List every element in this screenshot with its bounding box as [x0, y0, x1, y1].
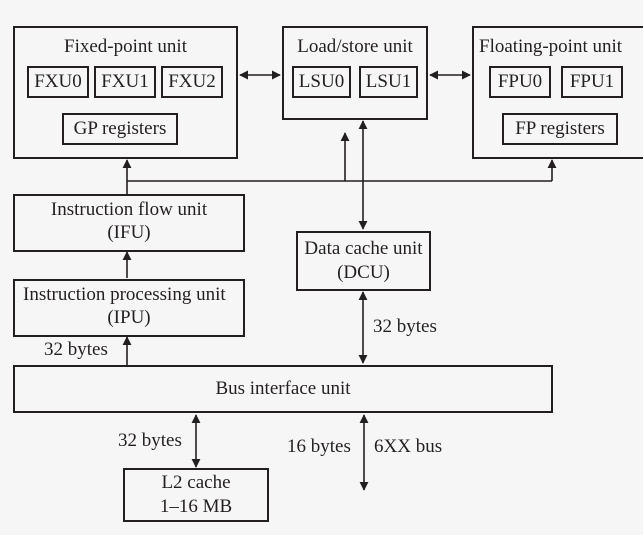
external-bus-name-label: 6XX bus	[374, 436, 443, 457]
ifu-title: Instruction flow unit	[50, 199, 208, 220]
fxu0-box: FXU0	[27, 66, 89, 98]
l2-cache-title: L2 cache	[161, 472, 231, 493]
ifu-abbrev: (IFU)	[107, 222, 151, 243]
l2-bus-width-label: 32 bytes	[118, 430, 182, 451]
fxu2-box: FXU2	[161, 66, 223, 98]
dcu-title: Data cache unit	[304, 238, 423, 259]
fp-registers-box: FP registers	[502, 113, 618, 145]
ipu-bus-width-label: 32 bytes	[44, 339, 108, 360]
bus-interface-unit: Bus interface unit	[13, 365, 553, 413]
dcu-abbrev: (DCU)	[337, 262, 390, 283]
external-bus-width-label: 16 bytes	[287, 436, 351, 457]
lsu1-box: LSU1	[359, 66, 418, 98]
fxu1-box: FXU1	[94, 66, 156, 98]
biu-title: Bus interface unit	[215, 378, 351, 399]
dcu-bus-width-label: 32 bytes	[373, 316, 437, 337]
l2-cache-size: 1–16 MB	[159, 496, 233, 517]
ipu-title: Instruction processing unit	[23, 284, 226, 305]
fpu1-box: FPU1	[561, 66, 623, 98]
fixed-point-unit-title: Fixed-point unit	[64, 36, 187, 57]
l2-cache: L2 cache 1–16 MB	[123, 468, 269, 522]
data-cache-unit: Data cache unit (DCU)	[296, 231, 431, 291]
floating-point-unit-title: Floating-point unit	[479, 36, 623, 57]
load-store-unit-title: Load/store unit	[297, 36, 413, 57]
ipu-abbrev: (IPU)	[107, 307, 151, 328]
instruction-processing-unit: Instruction processing unit (IPU)	[13, 279, 245, 337]
fpu0-box: FPU0	[489, 66, 551, 98]
instruction-flow-unit: Instruction flow unit (IFU)	[13, 194, 245, 252]
lsu0-box: LSU0	[292, 66, 351, 98]
gp-registers-box: GP registers	[62, 113, 178, 145]
